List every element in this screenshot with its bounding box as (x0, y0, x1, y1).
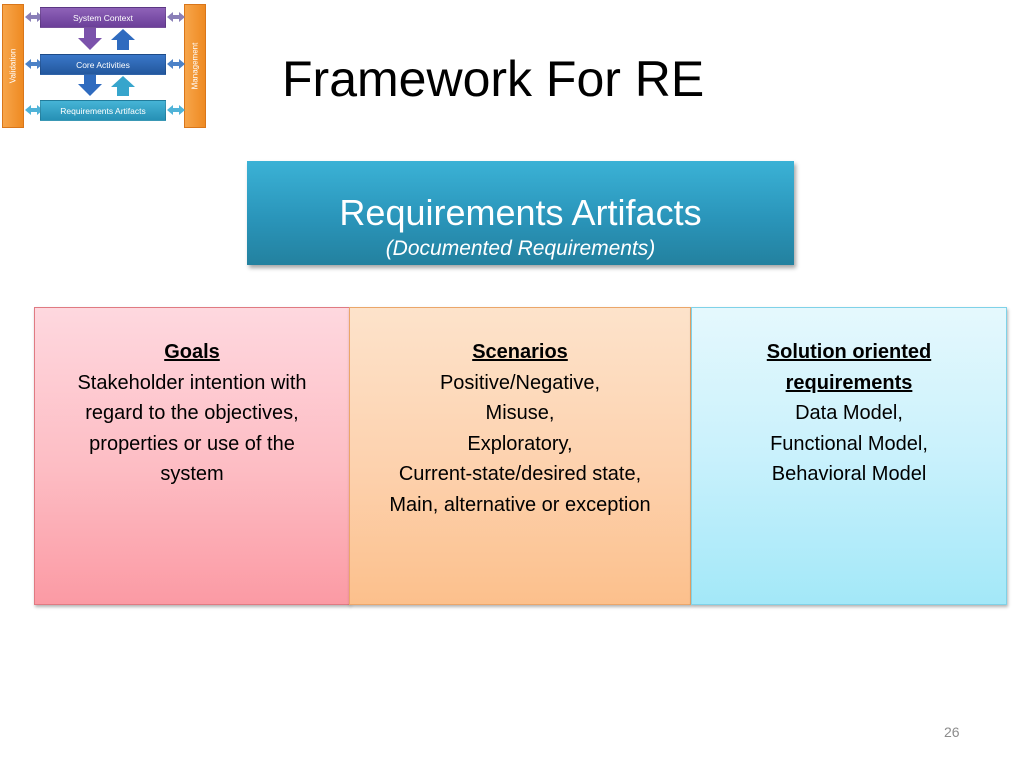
double-arrow-icon (25, 105, 185, 115)
page-title: Framework For RE (282, 51, 705, 107)
validation-bar: Validation (2, 4, 24, 128)
double-arrow-icon (25, 59, 185, 69)
thumbnail-arrows (25, 12, 185, 115)
management-bar: Management (184, 4, 206, 128)
requirements-artifacts-box: Requirements Artifacts (40, 100, 166, 121)
goals-line: system (160, 463, 224, 485)
down-arrow-icon (78, 75, 102, 96)
page-number: 26 (944, 724, 960, 740)
goals-line: properties or use of the (89, 432, 295, 455)
scenarios-box: Scenarios Positive/Negative, Misuse, Exp… (349, 307, 691, 605)
solution-title: requirements (785, 371, 913, 394)
framework-thumbnail: Validation Management Syste (0, 0, 212, 134)
header-subtitle: (Documented Requirements) (385, 237, 656, 260)
solution-line: Data Model, (795, 402, 903, 424)
scenarios-line: Current-state/desired state, (398, 463, 642, 485)
double-arrow-icon (25, 12, 185, 22)
core-activities-box: Core Activities (40, 54, 166, 75)
scenarios-line: Main, alternative or exception (389, 493, 651, 516)
requirements-artifacts-header: Requirements Artifacts (Documented Requi… (247, 161, 794, 265)
goals-line: regard to the objectives, (85, 402, 299, 424)
solution-line: Functional Model, (770, 432, 928, 455)
scenarios-line: Exploratory, (467, 432, 573, 455)
solution-line: Behavioral Model (771, 463, 927, 485)
scenarios-title: Scenarios (472, 341, 568, 363)
solution-oriented-box: Solution oriented requirements Data Mode… (691, 307, 1007, 605)
system-context-box: System Context (40, 7, 166, 28)
solution-title: Solution oriented (766, 341, 932, 363)
scenarios-line: Positive/Negative, (439, 371, 601, 394)
down-arrow-icon (78, 28, 102, 50)
up-arrow-icon (111, 76, 135, 96)
goals-box: Goals Stakeholder intention with regard … (34, 307, 350, 605)
header-title: Requirements Artifacts (339, 192, 702, 233)
up-arrow-icon (111, 29, 135, 50)
goals-title: Goals (164, 341, 220, 363)
goals-line: Stakeholder intention with (77, 371, 307, 394)
scenarios-line: Misuse, (485, 402, 555, 424)
